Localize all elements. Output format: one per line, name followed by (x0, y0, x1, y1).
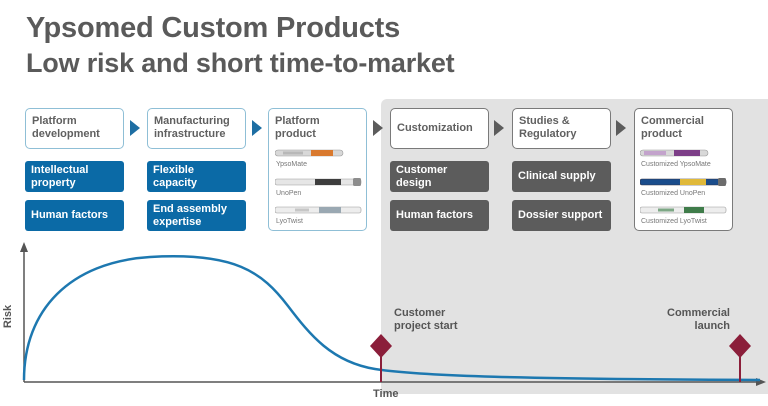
tag-flexible-capacity: Flexible capacity (147, 161, 246, 192)
product-label: Customized YpsoMate (641, 161, 711, 168)
tag-intellectual-property: Intellectual property (25, 161, 124, 192)
page-subtitle: Low risk and short time-to-market (26, 48, 455, 78)
arrow-right-icon (373, 120, 383, 136)
pen-injector-icon (640, 149, 709, 157)
stage-label: Platform product (275, 115, 320, 140)
tag-end-assembly-expertise: End assembly expertise (147, 200, 246, 231)
pen-injector-icon (640, 206, 727, 214)
stage-manufacturing-infrastructure: Manufacturing infrastructure (147, 108, 246, 149)
stage-label: Customization (397, 122, 473, 134)
tag-human-factors: Human factors (25, 200, 124, 231)
arrow-right-icon (252, 120, 262, 136)
stage-studies-regulatory: Studies & Regulatory (512, 108, 611, 149)
arrow-right-icon (616, 120, 626, 136)
pen-injector-icon (275, 149, 344, 157)
stage-label: Platform development (32, 115, 100, 140)
stage-label: Studies & Regulatory (519, 115, 577, 140)
risk-curve (22, 255, 761, 382)
diamond-marker-icon (370, 334, 392, 358)
stage-label: Commercial product (641, 115, 704, 140)
pen-injector-icon (640, 178, 727, 186)
product-label: UnoPen (276, 190, 302, 197)
tag-customer-design: Customer design (390, 161, 489, 192)
arrow-right-icon (130, 120, 140, 136)
milestone-commercial-launch: Commercial launch (667, 307, 730, 332)
product-label: YpsoMate (276, 161, 307, 168)
diamond-marker-icon (729, 334, 751, 358)
y-axis-arrowhead (20, 242, 28, 252)
tag-clinical-supply: Clinical supply (512, 161, 611, 192)
y-axis-label: Risk (2, 304, 15, 329)
tag-human-factors: Human factors (390, 200, 489, 231)
tag-dossier-support: Dossier support (512, 200, 611, 231)
stage-label: Manufacturing infrastructure (154, 115, 230, 140)
pen-injector-icon (275, 178, 362, 186)
x-axis-label: Time (373, 388, 399, 400)
product-label: LyoTwist (276, 218, 303, 225)
product-label: Customized LyoTwist (641, 218, 707, 225)
arrow-right-icon (494, 120, 504, 136)
page-title: Ypsomed Custom Products (26, 12, 401, 44)
milestone-customer-project-start: Customer project start (394, 307, 458, 332)
stage-customization: Customization (390, 108, 489, 149)
pen-injector-icon (275, 206, 362, 214)
stage-platform-development: Platform development (25, 108, 124, 149)
product-label: Customized UnoPen (641, 190, 706, 197)
